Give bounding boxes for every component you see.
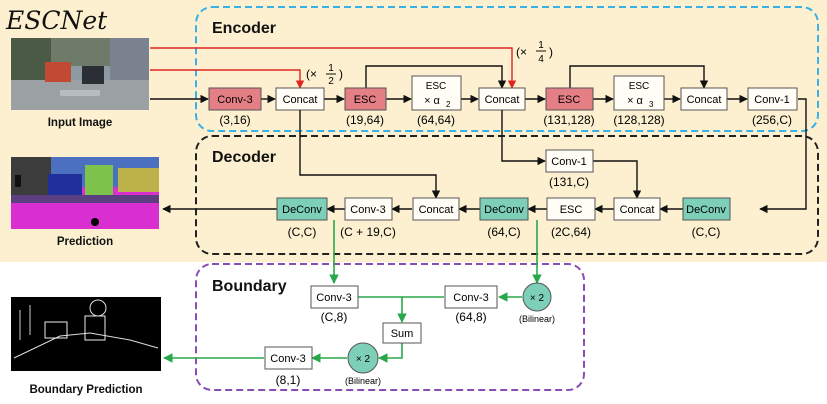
encoder-half-scale: (× 1 2 ) bbox=[306, 63, 343, 87]
boundary-conv3-b-block: Conv-3 bbox=[444, 285, 498, 309]
decoder-concat-a-block: Concat bbox=[613, 197, 661, 221]
encoder-concat3-block: Concat bbox=[680, 87, 728, 111]
svg-text:Conv-1: Conv-1 bbox=[551, 156, 586, 168]
decoder-esc-block: ESC bbox=[546, 197, 596, 221]
boundary-upsample1-circle: × 2 bbox=[522, 282, 552, 312]
boundary-conv3-c-block: Conv-3 bbox=[264, 346, 313, 370]
svg-text:2: 2 bbox=[446, 100, 451, 109]
svg-text:Conv-3: Conv-3 bbox=[350, 204, 385, 216]
svg-text:ESC: ESC bbox=[354, 94, 377, 106]
decoder-deconv3-dims: (C,C) bbox=[288, 225, 317, 239]
svg-text:(×: (× bbox=[516, 45, 527, 59]
svg-text:Concat: Concat bbox=[419, 204, 454, 216]
encoder-quarter-scale: (× 1 4 ) bbox=[516, 40, 553, 65]
boundary-upsample2-label: (Bilinear) bbox=[345, 376, 381, 386]
svg-text:DeConv: DeConv bbox=[686, 204, 726, 216]
prediction-label: Prediction bbox=[57, 236, 113, 248]
svg-text:ESC: ESC bbox=[426, 81, 447, 92]
decoder-deconv2-block: DeConv bbox=[479, 197, 529, 221]
encoder-label: Encoder bbox=[212, 20, 276, 37]
svg-text:Conv-3: Conv-3 bbox=[270, 353, 305, 365]
decoder-conv1-dims: (131,C) bbox=[549, 175, 589, 189]
svg-text:Conv-3: Conv-3 bbox=[453, 292, 488, 304]
svg-text:Conv-3: Conv-3 bbox=[316, 292, 351, 304]
encoder-esc2-dims: (131,128) bbox=[543, 113, 594, 127]
boundary-region bbox=[195, 263, 585, 391]
svg-text:Conv-1: Conv-1 bbox=[754, 94, 789, 106]
decoder-deconv3-block: DeConv bbox=[276, 197, 328, 221]
decoder-conv1-block: Conv-1 bbox=[545, 149, 594, 173]
boundary-conv3-a-dims: (C,8) bbox=[321, 310, 348, 324]
input-image bbox=[11, 38, 149, 110]
decoder-deconv2-dims: (64,C) bbox=[487, 225, 520, 239]
encoder-concat1-block: Concat bbox=[275, 87, 325, 111]
encoder-esc1-block: ESC bbox=[344, 87, 387, 111]
decoder-concat-b-block: Concat bbox=[412, 197, 460, 221]
svg-text:× α: × α bbox=[424, 95, 440, 107]
encoder-conv3-dims: (3,16) bbox=[219, 113, 250, 127]
boundary-conv3-c-dims: (8,1) bbox=[276, 373, 301, 387]
encoder-esc-a3-block: ESC × α 3 bbox=[613, 75, 665, 111]
boundary-prediction-label: Boundary Prediction bbox=[29, 384, 142, 396]
svg-text:): ) bbox=[339, 67, 343, 81]
svg-text:Sum: Sum bbox=[391, 328, 414, 340]
boundary-conv3-a-block: Conv-3 bbox=[310, 285, 359, 309]
svg-text:ESC: ESC bbox=[558, 94, 581, 106]
svg-text:ESC: ESC bbox=[629, 81, 650, 92]
svg-text:DeConv: DeConv bbox=[282, 204, 322, 216]
encoder-esc1-dims: (19,64) bbox=[346, 113, 384, 127]
svg-text:): ) bbox=[549, 45, 553, 59]
encoder-esc2-block: ESC bbox=[545, 87, 594, 111]
svg-text:× 2: × 2 bbox=[530, 293, 545, 304]
encoder-conv1-block: Conv-1 bbox=[747, 87, 798, 111]
decoder-arrows bbox=[162, 98, 807, 214]
svg-text:Conv-3: Conv-3 bbox=[217, 94, 252, 106]
svg-text:DeConv: DeConv bbox=[484, 204, 524, 216]
encoder-esc-a2-dims: (64,64) bbox=[417, 113, 455, 127]
decoder-deconv1-dims: (C,C) bbox=[692, 225, 721, 239]
svg-text:(×: (× bbox=[306, 67, 317, 81]
encoder-esc-a3-dims: (128,128) bbox=[613, 113, 664, 127]
svg-text:× α: × α bbox=[627, 95, 643, 107]
boundary-prediction-image bbox=[11, 297, 161, 371]
boundary-conv3-b-dims: (64,8) bbox=[455, 310, 486, 324]
svg-text:4: 4 bbox=[538, 54, 544, 65]
decoder-conv3-dims: (C + 19,C) bbox=[340, 225, 396, 239]
svg-text:2: 2 bbox=[328, 76, 334, 87]
boundary-upsample1-label: (Bilinear) bbox=[519, 314, 555, 324]
boundary-sum-block: Sum bbox=[382, 322, 422, 344]
svg-text:Concat: Concat bbox=[620, 204, 655, 216]
encoder-arrows bbox=[150, 47, 748, 104]
boundary-label: Boundary bbox=[212, 278, 287, 295]
decoder-conv3-block: Conv-3 bbox=[344, 197, 393, 221]
svg-text:ESC: ESC bbox=[560, 204, 583, 216]
svg-text:Concat: Concat bbox=[283, 94, 318, 106]
svg-text:1: 1 bbox=[538, 40, 544, 51]
input-image-label: Input Image bbox=[48, 117, 113, 129]
svg-text:× 2: × 2 bbox=[356, 354, 371, 365]
prediction-image bbox=[11, 157, 159, 229]
encoder-concat2-block: Concat bbox=[478, 87, 526, 111]
encoder-esc-a2-block: ESC × α 2 bbox=[411, 75, 462, 111]
svg-text:3: 3 bbox=[649, 100, 654, 109]
svg-text:Concat: Concat bbox=[687, 94, 722, 106]
boundary-arrows bbox=[163, 220, 542, 363]
svg-text:Concat: Concat bbox=[485, 94, 520, 106]
encoder-conv3-block: Conv-3 bbox=[208, 87, 262, 111]
decoder-esc-dims: (2C,64) bbox=[551, 225, 591, 239]
encoder-conv1-dims: (256,C) bbox=[752, 113, 792, 127]
diagram-title: ESCNet bbox=[5, 6, 108, 35]
encoder-region bbox=[195, 6, 819, 132]
decoder-label: Decoder bbox=[212, 149, 276, 166]
decoder-deconv1-block: DeConv bbox=[682, 197, 731, 221]
svg-text:1: 1 bbox=[328, 63, 334, 74]
boundary-upsample2-circle: × 2 bbox=[347, 342, 379, 374]
